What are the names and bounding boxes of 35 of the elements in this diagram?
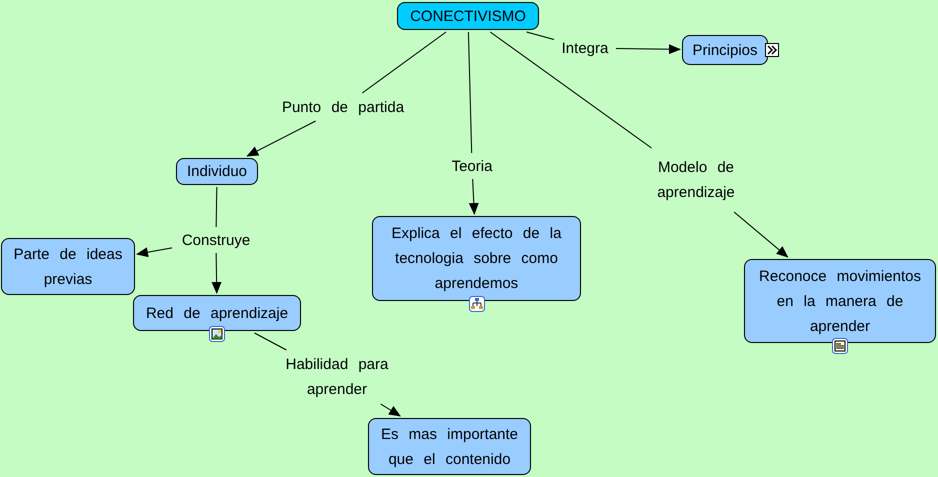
concept-text: Individuo [186,162,248,182]
concept-text: Punto de partida [282,98,404,118]
arrow [246,120,316,156]
arrow [734,212,788,258]
concept-text: Explica el efecto de la tecnologia sobre como aprendemos [390,224,562,294]
connector-line [362,32,447,94]
concept-text: Integra [562,38,608,58]
concept-box [744,259,936,343]
concept-box [682,35,768,65]
concept-box [133,295,301,331]
concept-text: Teoria [452,156,492,176]
arrow [136,247,172,258]
concept-box [368,418,531,475]
arrow [380,404,401,417]
concept-text: Red de aprendizaje [146,304,288,324]
arrow [468,178,479,215]
arrow [616,44,681,54]
concept-text: CONECTIVISMO [410,6,526,26]
concept-text: Principios [692,40,758,60]
connector-line [254,332,287,350]
concept-text: Es mas importante que el contenido [380,424,520,470]
concept-text: Construye [182,230,250,250]
concept-box [372,216,581,301]
connector-line [490,32,652,148]
connector-line [216,186,218,228]
arrow [212,252,222,294]
concept-box [397,2,539,30]
concept-box [1,238,135,295]
concept-text: Modelo de aprendizaje [656,158,736,203]
connector-line [468,32,472,154]
concept-text: Parte de ideas previas [12,244,124,290]
concept-box [176,158,258,185]
concept-text: Habilidad para aprender [284,355,390,400]
connector-line [526,32,554,40]
concept-text: Reconoce movimientos en la manera de aprender [758,266,922,336]
